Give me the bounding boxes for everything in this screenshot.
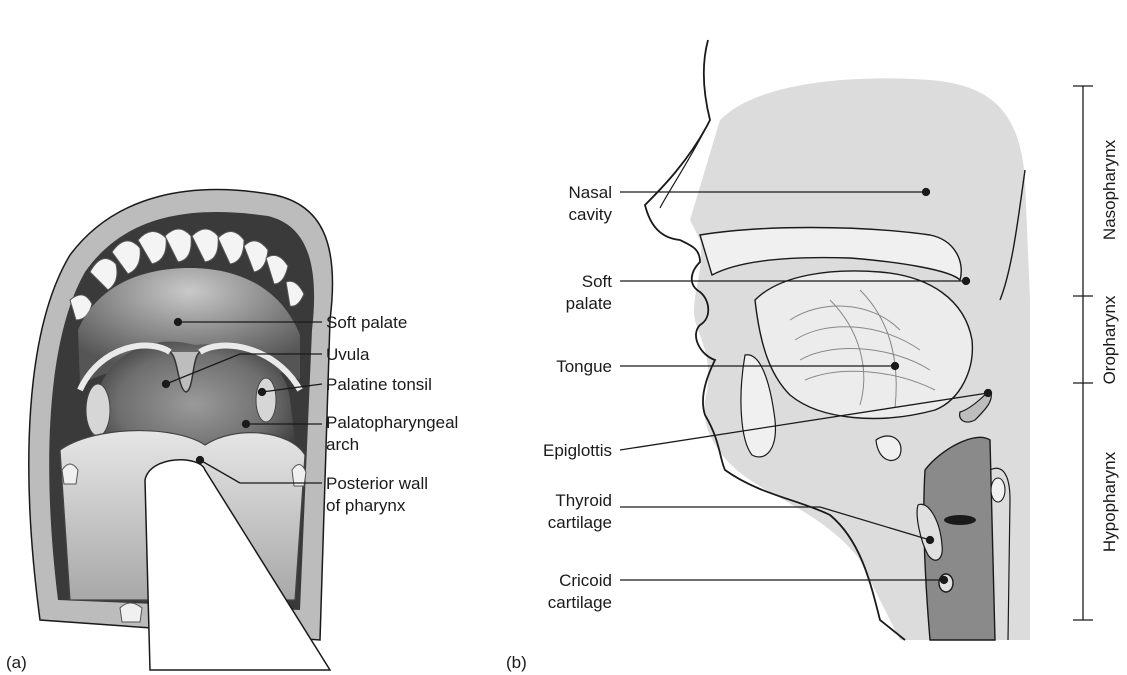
panel-b-tag: (b) xyxy=(506,652,527,673)
region-nasopharynx: Nasopharynx xyxy=(1100,140,1120,240)
label-nasal: Nasal xyxy=(569,182,612,203)
label-palatopharyngeal: Palatopharyngeal xyxy=(326,412,458,433)
region-hypopharynx: Hypopharynx xyxy=(1100,452,1120,552)
label-soft-palate-a: Soft palate xyxy=(326,312,407,333)
label-tongue: Tongue xyxy=(556,356,612,377)
label-epiglottis: Epiglottis xyxy=(543,440,612,461)
region-bracket xyxy=(1073,86,1093,620)
panel-a-tag: (a) xyxy=(6,652,27,673)
label-cricoid: Cricoid xyxy=(559,570,612,591)
tonsil-right xyxy=(256,378,276,422)
tonsil-left xyxy=(86,384,110,436)
label-thyroid-cartilage: cartilage xyxy=(548,512,612,533)
label-soft: Soft xyxy=(582,271,612,292)
label-cricoid-cartilage: cartilage xyxy=(548,592,612,613)
label-cavity: cavity xyxy=(569,204,612,225)
region-oropharynx: Oropharynx xyxy=(1100,296,1120,385)
label-thyroid: Thyroid xyxy=(555,490,612,511)
label-of-pharynx: of pharynx xyxy=(326,495,405,516)
label-uvula: Uvula xyxy=(326,344,369,365)
label-palatopharyngeal-arch: arch xyxy=(326,434,359,455)
label-palate: palate xyxy=(566,293,612,314)
label-posterior-wall: Posterior wall xyxy=(326,473,428,494)
label-palatine-tonsil: Palatine tonsil xyxy=(326,374,432,395)
